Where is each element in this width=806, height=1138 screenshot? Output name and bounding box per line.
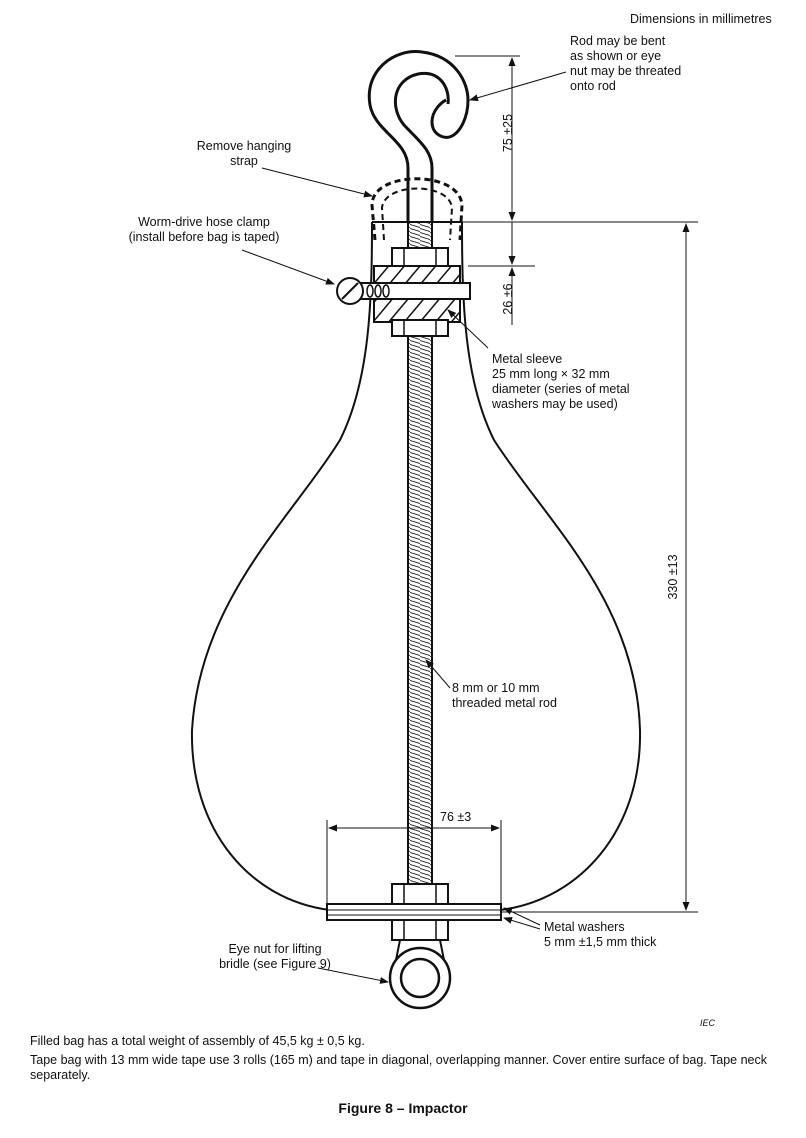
label-rod: 8 mm or 10 mm threaded metal rod (452, 681, 557, 710)
bottom-nut (391, 883, 449, 907)
label-strap: Remove hanging strap (196, 139, 292, 168)
metal-washers (326, 903, 502, 921)
label-eye-nut: Eye nut for lifting bridle (see Figure 9… (219, 942, 331, 971)
impactor-figure: Dimensions in millimetres Rod may be ben… (128, 12, 772, 1010)
dim-width: 76 ±3 (440, 810, 472, 824)
figure-caption: Figure 8 – Impactor (338, 1100, 468, 1116)
iec-mark: IEC (700, 1018, 716, 1028)
units-note: Dimensions in millimetres (630, 12, 772, 26)
label-clamp: Worm-drive hose clamp (install before ba… (128, 215, 280, 244)
note-tape: Tape bag with 13 mm wide tape use 3 roll… (30, 1053, 768, 1082)
label-washers: Metal washers 5 mm ±1,5 mm thick (544, 920, 657, 949)
dim-overall: 330 ±13 (666, 554, 680, 600)
label-rod-bent: Rod may be bent as shown or eye nut may … (570, 34, 682, 93)
impactor-drawing (190, 50, 698, 1010)
bag-outline (190, 221, 373, 911)
note-weight: Filled bag has a total weight of assembl… (30, 1034, 365, 1048)
eye-nut (395, 939, 401, 961)
dim-sleeve: 26 ±6 (501, 283, 515, 315)
hook (367, 50, 470, 222)
label-sleeve: Metal sleeve 25 mm long × 32 mm diameter… (492, 352, 630, 411)
dim-hook: 75 ±25 (501, 113, 515, 153)
hanging-strap (370, 177, 464, 241)
